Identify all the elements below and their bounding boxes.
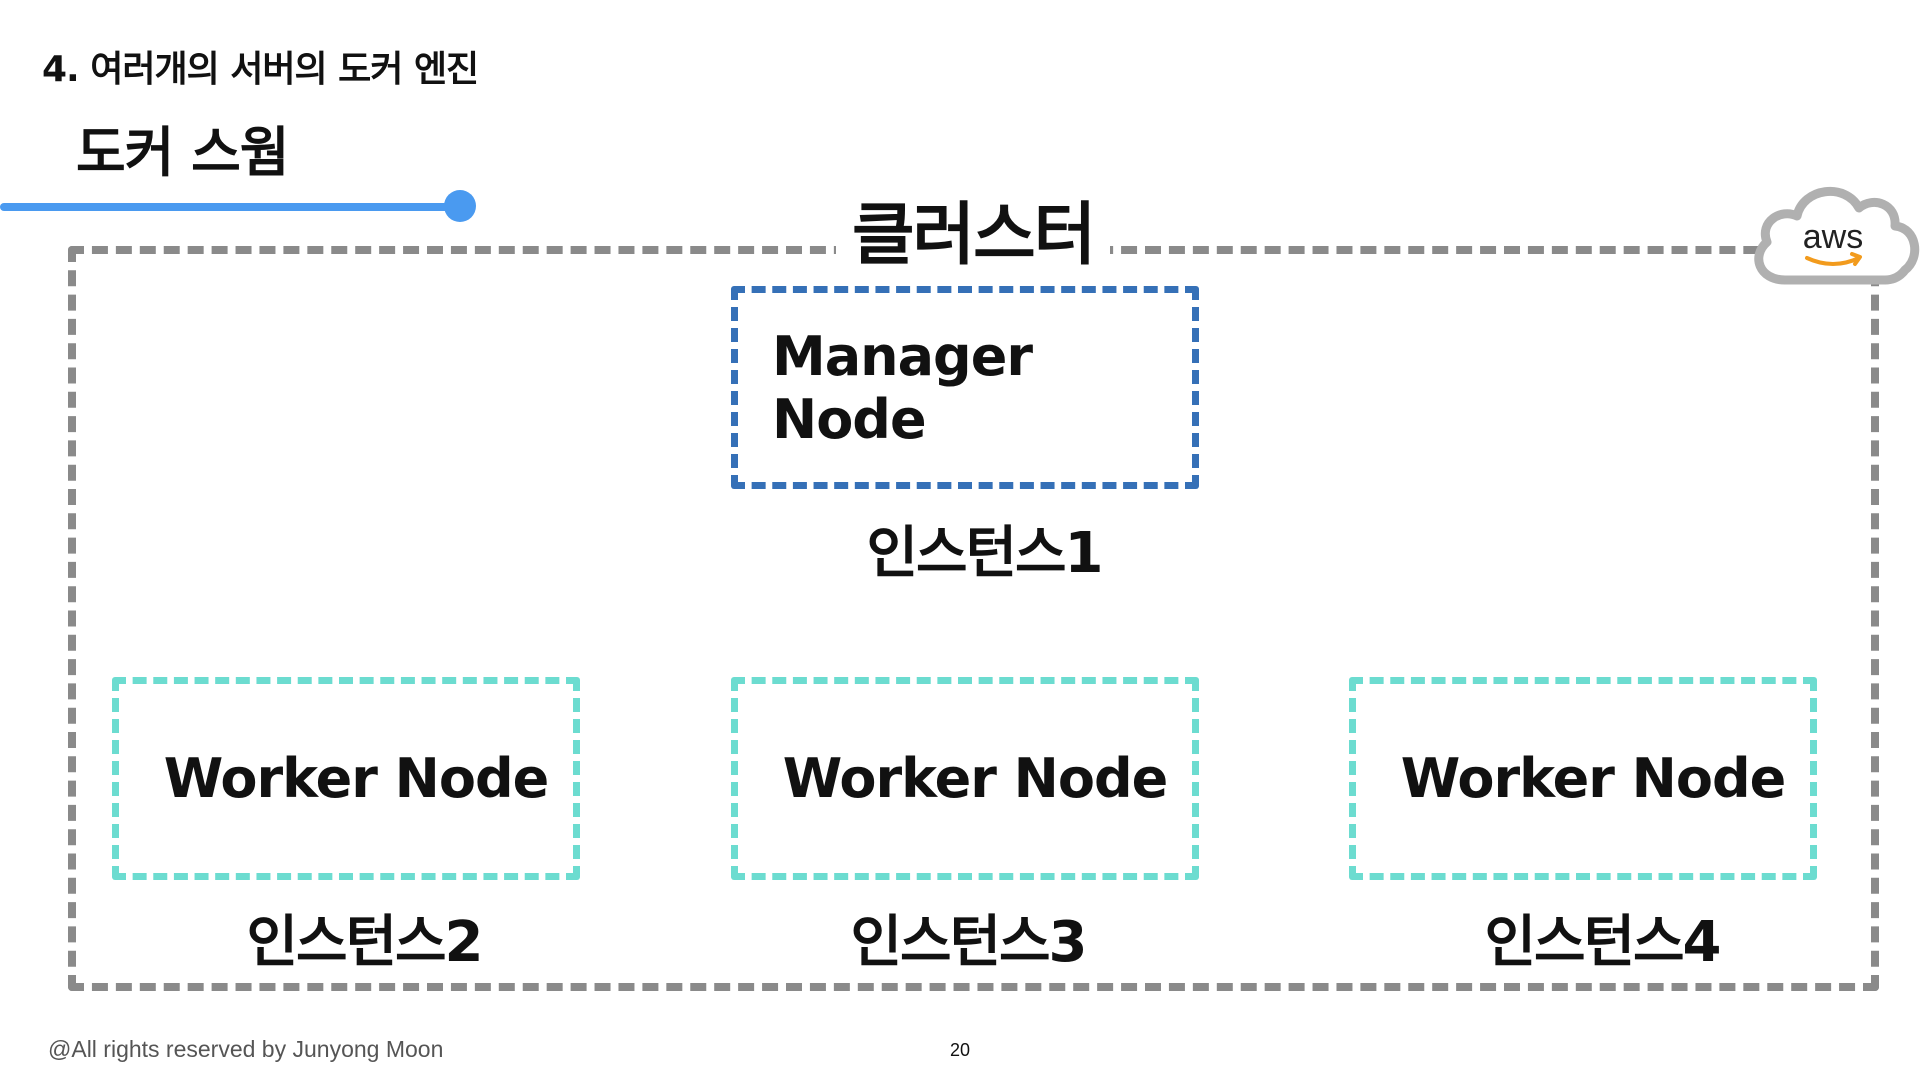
worker-node-box-1: Worker Node: [112, 677, 580, 880]
page-title: 도커 스웜: [76, 121, 290, 184]
worker-node-label-3: Worker Node: [1400, 747, 1786, 810]
manager-node-label: Manager Node: [772, 324, 1033, 451]
aws-logo-text: aws: [1803, 218, 1863, 256]
worker-instance-label-3: 인스턴스4: [1484, 910, 1721, 975]
cluster-label: 클러스터: [836, 196, 1111, 276]
page-number: 20: [950, 1040, 971, 1060]
worker-node-label-1: Worker Node: [163, 747, 549, 810]
worker-node-box-3: Worker Node: [1349, 677, 1817, 880]
manager-node-box: Manager Node: [731, 286, 1199, 489]
worker-node-label-2: Worker Node: [782, 747, 1168, 810]
worker-node-box-2: Worker Node: [731, 677, 1199, 880]
copyright-text: @All rights reserved by Junyong Moon: [48, 1036, 444, 1062]
worker-instance-label-2: 인스턴스3: [850, 910, 1087, 975]
aws-cloud-icon: aws: [1745, 178, 1920, 290]
section-title: 4. 여러개의 서버의 도커 엔진: [42, 49, 479, 90]
accent-line: [0, 203, 462, 211]
accent-dot: [444, 190, 476, 222]
worker-instance-label-1: 인스턴스2: [246, 910, 483, 975]
manager-instance-label: 인스턴스1: [866, 521, 1103, 586]
